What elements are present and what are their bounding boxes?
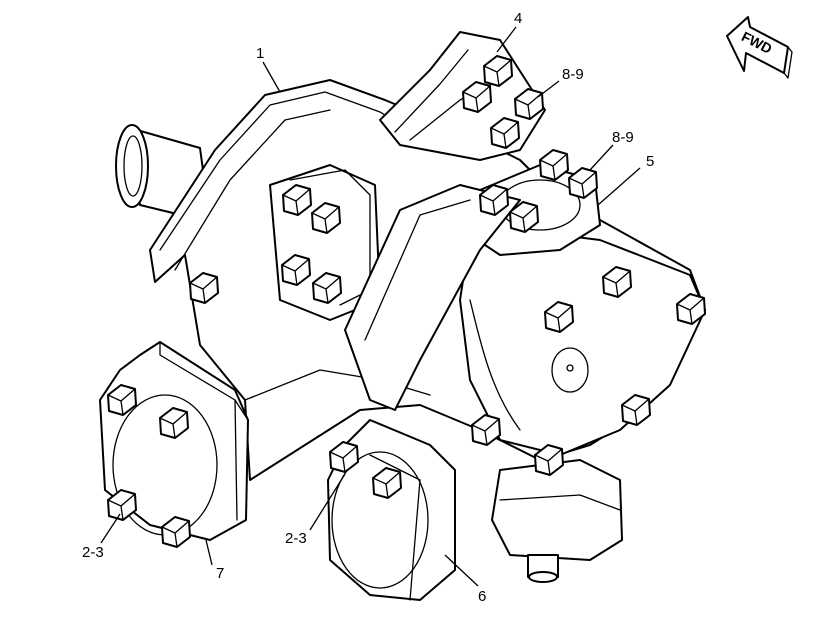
bolts	[107, 55, 706, 548]
callout-6: 6	[478, 588, 486, 605]
bolt-icon	[621, 394, 651, 426]
callout-4: 4	[514, 10, 522, 27]
pump-body	[491, 459, 623, 583]
bolt-icon	[539, 149, 569, 181]
leader-lines	[100, 26, 641, 587]
left-flange	[99, 341, 249, 541]
bolt-icon	[544, 301, 574, 333]
bolt-icon	[534, 444, 564, 476]
bolt-icon	[568, 167, 598, 199]
bolt-icon	[490, 117, 520, 149]
bolt-icon	[514, 88, 544, 120]
callout-8-9-mid: 8-9	[612, 129, 634, 146]
fwd-arrow-icon: FWD	[726, 16, 793, 79]
bolt-icon	[107, 489, 137, 521]
bolt-icon	[312, 272, 342, 304]
lower-flange	[327, 419, 456, 601]
bolt-icon	[159, 407, 189, 439]
bolt-icon	[189, 272, 219, 304]
bolt-icon	[676, 293, 706, 325]
bolt-icon	[161, 516, 191, 548]
bolt-icon	[311, 202, 341, 234]
bolt-icon	[281, 254, 311, 286]
callout-1: 1	[256, 45, 264, 62]
bolt-icon	[479, 184, 509, 216]
bolt-icon	[282, 184, 312, 216]
callout-2-3-right: 2-3	[285, 530, 307, 547]
bolt-icon	[107, 384, 137, 416]
bolt-icon	[509, 201, 539, 233]
bolt-icon	[483, 55, 513, 87]
bolt-icon	[471, 414, 501, 446]
callouts: 1 4 8-9 8-9 5 2-3 2-3 7 6	[82, 10, 654, 605]
bolt-icon	[329, 441, 359, 473]
bolt-icon	[372, 467, 402, 499]
bolt-icon	[602, 266, 632, 298]
callout-8-9-top: 8-9	[562, 66, 584, 83]
bolt-icon	[462, 81, 492, 113]
callout-5: 5	[646, 153, 654, 170]
callout-2-3-left: 2-3	[82, 544, 104, 561]
callout-7: 7	[216, 565, 224, 582]
